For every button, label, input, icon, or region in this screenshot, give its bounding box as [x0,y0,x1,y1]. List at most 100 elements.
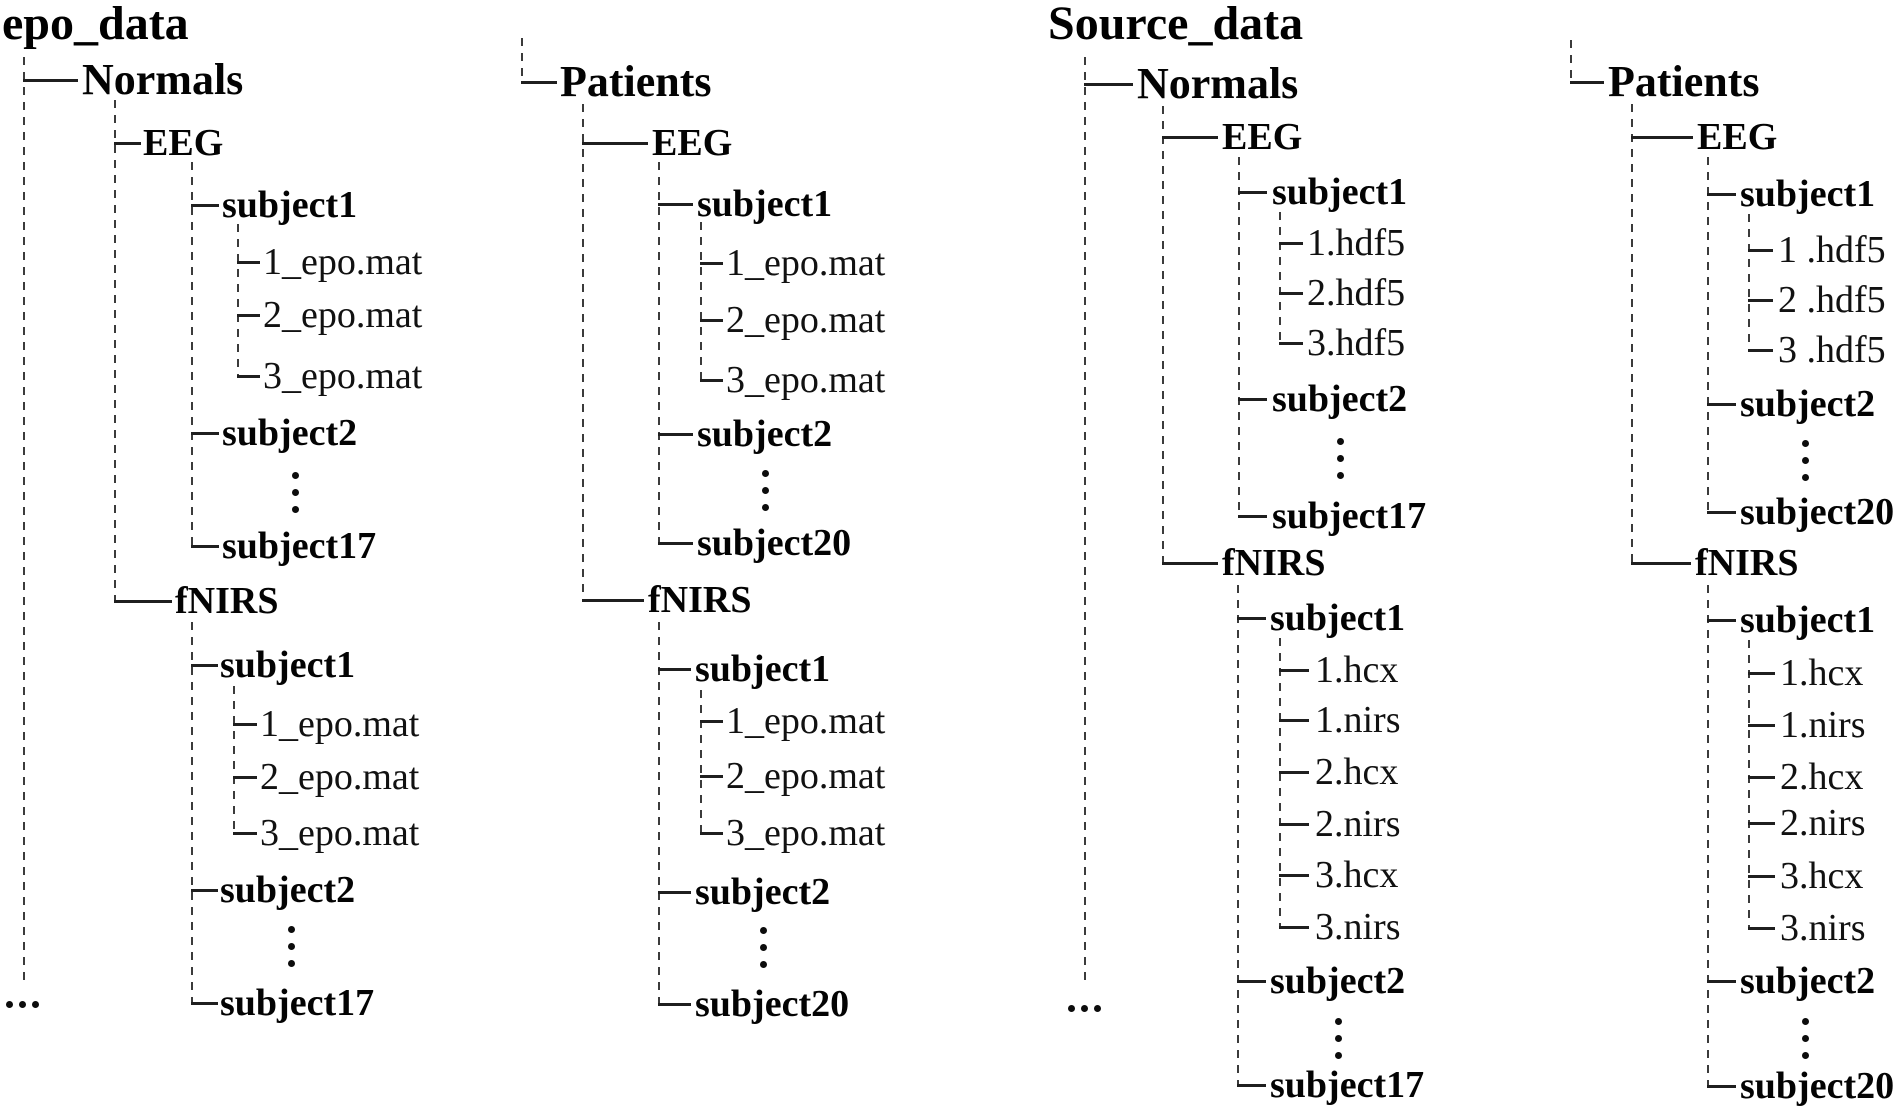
branch-elbow [1279,874,1309,877]
branch-vline [1279,638,1281,927]
branch-elbow [658,668,691,671]
branch-elbow [1748,349,1773,352]
branch-elbow [1279,342,1303,345]
branch-vline [1748,640,1750,928]
vertical-ellipsis-icon [1802,440,1809,481]
branch-elbow [582,599,644,602]
branch-elbow [1707,619,1736,622]
vertical-ellipsis-icon [288,926,295,967]
branch-elbow [700,319,723,322]
branch-elbow [1707,511,1736,514]
file-label: 1_epo.mat [263,241,423,283]
file-label: 1.nirs [1315,699,1401,741]
subject-label: subject1 [1740,173,1876,215]
subject-label: subject1 [220,644,356,686]
branch-vline [1084,57,1086,985]
branch-elbow [237,375,260,378]
tree-title: Source_data [1048,0,1304,50]
file-label: 2_epo.mat [263,294,423,336]
branch-vline [658,162,660,543]
branch-elbow [237,314,260,317]
branch-elbow [1279,771,1309,774]
branch-elbow [1279,669,1309,672]
branch-elbow [1237,980,1266,983]
branch-elbow [1570,81,1604,84]
branch-elbow [658,891,691,894]
file-label: 1.hdf5 [1307,222,1406,264]
branch-vline [1238,157,1240,516]
folder-label: fNIRS [175,580,279,622]
file-label: 3.hcx [1315,854,1399,896]
branch-elbow [1279,292,1303,295]
continuation-ellipsis-icon [1068,1005,1101,1012]
file-label: 3_epo.mat [263,355,423,397]
branch-elbow [114,142,141,145]
folder-label: EEG [652,122,733,164]
branch-vline [658,622,660,1004]
branch-vline [23,57,25,982]
branch-elbow [191,664,218,667]
branch-elbow [191,545,219,548]
file-label: 2_epo.mat [726,299,886,341]
branch-elbow [582,142,648,145]
folder-label: fNIRS [648,579,752,621]
subject-label: subject2 [1270,960,1406,1002]
branch-elbow [1162,136,1218,139]
subject-label: subject2 [697,413,833,455]
branch-elbow [1748,927,1775,930]
subject-label: subject20 [1740,1065,1895,1107]
file-label: 3.nirs [1780,907,1866,949]
branch-vline [1237,585,1239,1085]
file-label: 1_epo.mat [726,242,886,284]
branch-elbow [521,81,557,84]
file-label: 1_epo.mat [260,703,420,745]
branch-elbow [1238,191,1267,194]
vertical-ellipsis-icon [1802,1018,1809,1059]
folder-label: EEG [1697,116,1778,158]
branch-elbow [1238,515,1267,518]
file-label: 2.nirs [1315,803,1401,845]
file-label: 3_epo.mat [726,359,886,401]
branch-elbow [1237,617,1266,620]
branch-elbow [1748,249,1773,252]
branch-vline [237,224,239,376]
branch-elbow [700,775,723,778]
branch-elbow [1748,672,1775,675]
branch-elbow [191,204,219,207]
file-label: 3.hdf5 [1307,322,1406,364]
branch-elbow [1237,1084,1266,1087]
folder-label: Normals [82,55,244,104]
subject-label: subject1 [1740,599,1876,641]
file-label: 2.hcx [1315,751,1399,793]
branch-vline [582,104,584,600]
subject-label: subject17 [222,525,377,567]
branch-vline [1631,104,1633,563]
branch-elbow [1631,136,1693,139]
subject-label: subject17 [1272,495,1427,537]
subject-label: subject2 [1740,960,1876,1002]
folder-label: EEG [143,122,224,164]
branch-elbow [1748,822,1775,825]
branch-vline [1162,106,1164,563]
file-label: 3_epo.mat [726,812,886,854]
branch-elbow [1748,724,1775,727]
branch-vline [233,686,235,833]
branch-elbow [1238,398,1267,401]
subject-label: subject2 [1740,383,1876,425]
file-label: 3_epo.mat [260,812,420,854]
file-label: 3 .hdf5 [1778,329,1886,371]
subject-label: subject20 [697,522,852,564]
subject-label: subject17 [220,982,375,1024]
branch-elbow [658,433,693,436]
file-label: 1.hcx [1780,652,1864,694]
branch-vline [1707,157,1709,512]
branch-elbow [700,720,723,723]
subject-label: subject1 [1272,171,1408,213]
file-label: 3.nirs [1315,906,1401,948]
branch-elbow [1279,926,1309,929]
file-label: 2.nirs [1780,802,1866,844]
folder-label: fNIRS [1222,542,1326,584]
file-label: 2.hdf5 [1307,272,1406,314]
tree-title: epo_data [2,0,189,50]
file-label: 3.hcx [1780,855,1864,897]
